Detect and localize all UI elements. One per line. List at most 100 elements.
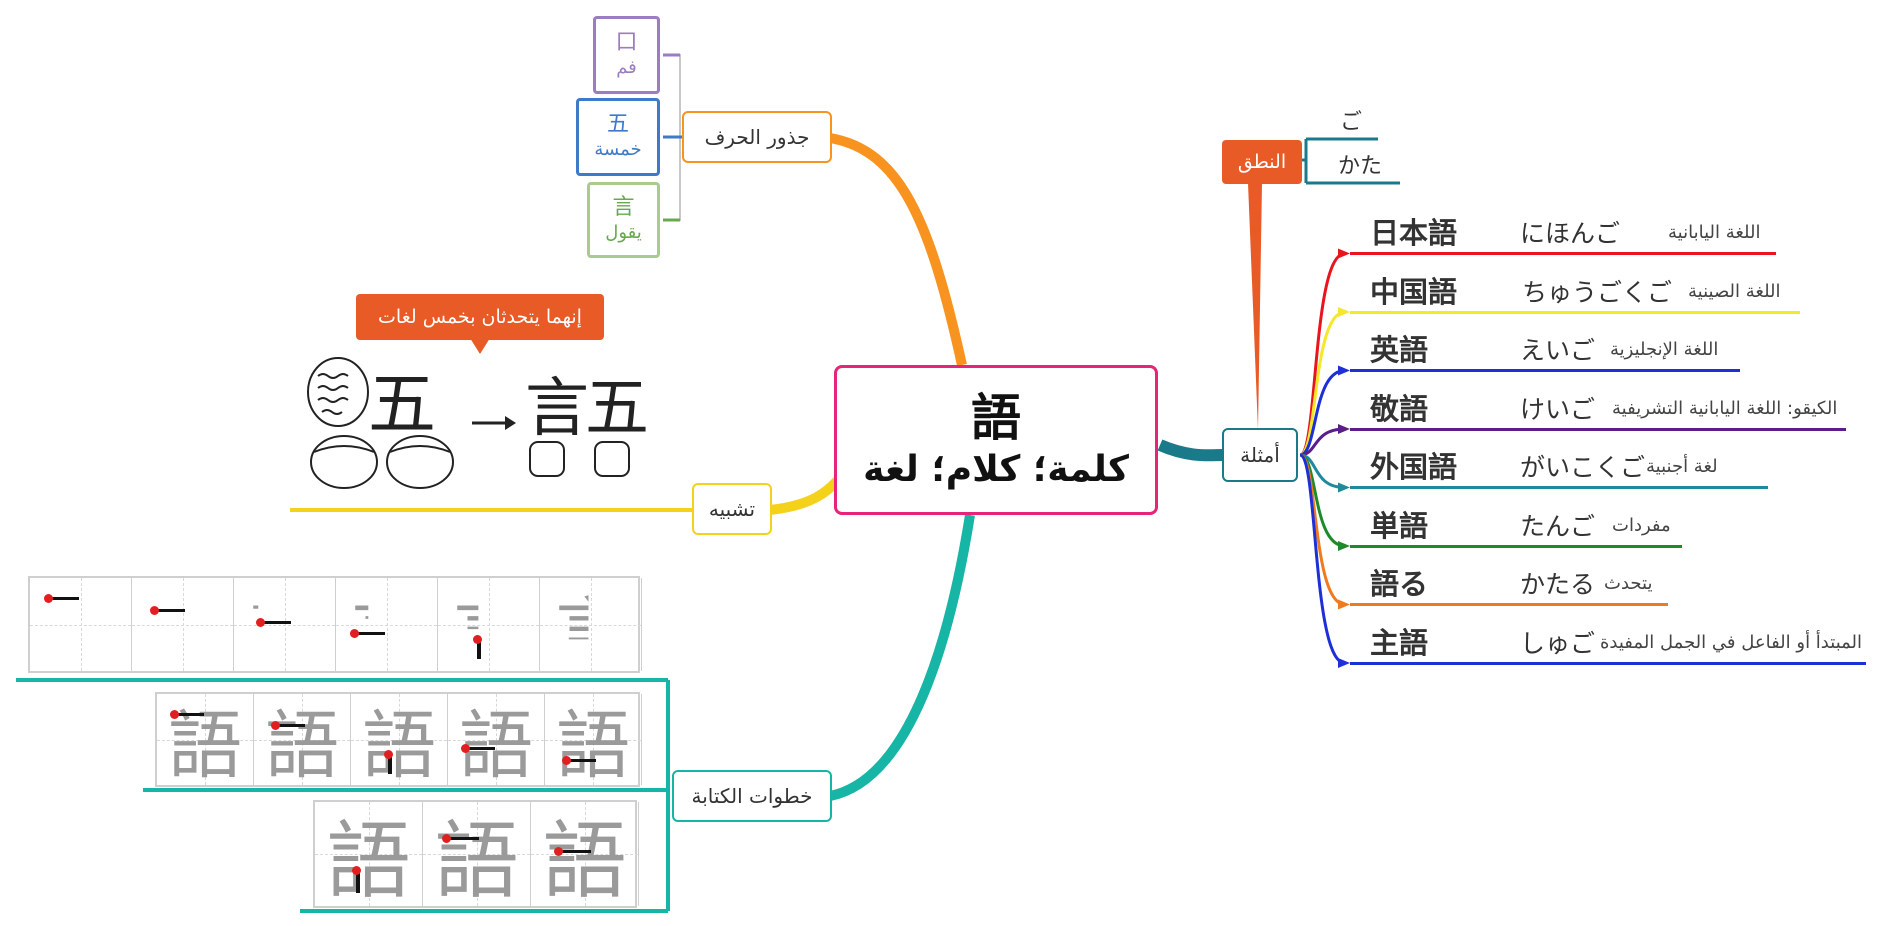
example-connector	[1299, 369, 1346, 457]
example-meaning: اللغة اليابانية	[1668, 222, 1761, 243]
example-meaning: المبتدأ أو الفاعل في الجمل المفيدة	[1600, 631, 1863, 653]
stroke-ghost-glyph: 言	[147, 589, 218, 671]
guide-vertical	[80, 578, 82, 671]
example-reading: がいこくご	[1520, 453, 1646, 482]
example-word: 敬語	[1370, 391, 1429, 426]
current-stroke	[356, 868, 361, 893]
examples-branch-line	[1157, 439, 1223, 462]
stroke-cell: 語	[351, 694, 448, 789]
example-meaning: لغة أجنبية	[1646, 456, 1718, 477]
example-arrowhead	[1338, 307, 1350, 317]
stroke-ghost-glyph: 語	[434, 812, 519, 910]
example-reading: にほんご	[1520, 219, 1621, 248]
reading-go: ご	[1340, 110, 1363, 135]
mnemonic-callout-text: إنهما يتحدثان بخمس لغات	[378, 306, 582, 328]
guide-vertical	[205, 694, 206, 785]
stroke-grid-row: 言言言言言言	[28, 576, 642, 673]
stroke-order-topic[interactable]: خطوات الكتابة	[672, 770, 832, 822]
mnemonic-callout-tail	[470, 338, 490, 354]
stroke-cell: 言	[438, 578, 540, 671]
example-word: 英語	[1370, 333, 1429, 367]
stroke-start-dot	[44, 594, 54, 604]
central-kanji: 語	[971, 389, 1021, 447]
pronunciation-pointer	[1248, 183, 1262, 430]
five-glyph-right: 五	[585, 372, 649, 446]
example-word: 外国語	[1370, 450, 1458, 484]
example-word: 中国語	[1370, 274, 1458, 309]
example-arrowhead	[1338, 658, 1350, 668]
example-underline	[1350, 661, 1866, 665]
example-underline	[1350, 486, 1768, 489]
example-meaning: اللغة الصينية	[1688, 280, 1781, 302]
stroke-start-dot	[352, 865, 362, 875]
stroke-ghost-glyph: 語	[542, 812, 627, 910]
example-row[interactable]: 日本語 にほんご اللغة اليابانية	[1350, 208, 1776, 255]
example-meaning: اللغة الإنجليزية	[1610, 339, 1719, 360]
example-underline	[1350, 252, 1776, 255]
example-arrowhead	[1338, 248, 1350, 259]
radical-mouth[interactable]: 口 فم	[593, 16, 660, 94]
current-stroke	[260, 620, 291, 624]
stroke-start-dot	[170, 710, 180, 719]
mouth-box-left	[529, 441, 565, 477]
current-stroke	[48, 597, 79, 601]
example-reading: けいご	[1520, 394, 1596, 424]
example-underline	[1350, 603, 1668, 606]
stroke-start-dot	[554, 846, 564, 856]
guide-vertical	[284, 578, 286, 671]
example-reading: たんご	[1520, 511, 1596, 541]
stroke-order-topic-label: خطوات الكتابة	[691, 784, 813, 808]
example-reading: かたる	[1520, 570, 1596, 599]
stroke-cell: 語	[423, 802, 531, 910]
examples-topic[interactable]: أمثلة	[1222, 428, 1298, 482]
example-word: 単語	[1370, 508, 1429, 543]
stroke-start-dot	[442, 833, 452, 843]
say-glyph-right: 言	[525, 372, 589, 446]
stroke-start-dot	[271, 721, 281, 731]
stroke-start-dot	[350, 629, 360, 639]
radical-five[interactable]: 五 خمسة	[576, 98, 660, 176]
current-stroke	[566, 758, 596, 762]
current-stroke	[354, 632, 385, 636]
stroke-start-dot	[150, 606, 160, 616]
current-stroke	[446, 836, 479, 840]
mnemonic-branch-line	[769, 476, 842, 515]
central-node[interactable]: 語 كلمة؛ كلام؛ لغة	[834, 365, 1158, 515]
examples-fan	[1299, 248, 1350, 668]
current-stroke	[275, 724, 305, 728]
stroke-ghost-glyph: 語	[458, 703, 534, 789]
stroke-ghost-glyph: 語	[167, 703, 243, 789]
current-stroke	[154, 609, 185, 613]
stroke-cell: 語	[254, 694, 351, 789]
example-underline	[1350, 369, 1740, 372]
radicals-topic[interactable]: جذور الحرف	[682, 111, 832, 163]
central-meaning: كلمة؛ كلام؛ لغة	[863, 449, 1129, 490]
example-word: 日本語	[1370, 216, 1458, 250]
stroke-grid-row: 語語語	[313, 800, 639, 910]
example-row[interactable]: 敬語 けいご الكيقو: اللغة اليابانية التشريفية	[1350, 384, 1846, 431]
example-underline	[1350, 310, 1800, 314]
example-meaning: يتحدث	[1604, 573, 1653, 594]
example-meaning: الكيقو: اللغة اليابانية التشريفية	[1612, 397, 1838, 419]
stroke-order-branch-line	[828, 514, 975, 801]
radical-say[interactable]: 言 يقول	[587, 182, 660, 258]
stroke-ghost-glyph: 言	[249, 589, 320, 671]
mouth-box-right	[594, 441, 630, 477]
guide-vertical	[368, 802, 370, 906]
stroke-ghost-glyph: 言	[555, 589, 626, 671]
pronunciation-topic[interactable]: النطق	[1222, 140, 1302, 184]
radicals-branch-line	[829, 133, 967, 367]
stroke-cell: 言	[336, 578, 438, 671]
mnemonic-topic[interactable]: تشبيه	[692, 483, 772, 535]
speech-bubble	[307, 357, 369, 427]
mouth-right	[386, 435, 454, 489]
example-underline	[1350, 427, 1846, 431]
stroke-cell: 語	[545, 694, 642, 789]
guide-vertical	[593, 694, 594, 785]
